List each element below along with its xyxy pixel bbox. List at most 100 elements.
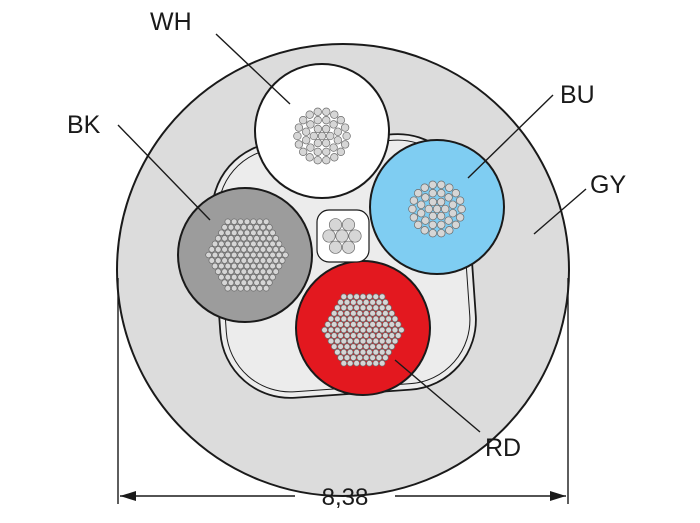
strand (366, 304, 373, 312)
strand (266, 235, 273, 242)
strand (262, 218, 270, 225)
strand (306, 143, 315, 152)
strand (305, 153, 314, 162)
strand (329, 120, 338, 129)
strand (362, 343, 370, 350)
strand (337, 354, 344, 361)
strand (385, 326, 392, 334)
dimension-label: 8,38 (322, 484, 369, 511)
strand (269, 251, 276, 259)
strand (350, 354, 357, 361)
strand (237, 240, 244, 248)
leader-rd (394, 359, 481, 433)
strand (346, 304, 354, 312)
strand (359, 293, 367, 300)
strand (362, 310, 370, 317)
strand (240, 268, 248, 275)
strand (230, 251, 238, 259)
strand (366, 360, 373, 367)
strand (428, 197, 438, 207)
strand (451, 189, 460, 198)
strand (234, 268, 241, 275)
strand (253, 224, 260, 231)
strand (382, 299, 389, 306)
strand (375, 343, 383, 350)
strand (221, 224, 228, 231)
strand (432, 204, 442, 214)
strand (250, 285, 257, 292)
strand (294, 140, 304, 149)
strand (340, 348, 348, 356)
strand (337, 310, 344, 317)
strand (409, 196, 419, 205)
strand (321, 138, 331, 148)
strand (457, 204, 466, 214)
strand (359, 326, 367, 334)
strand (428, 180, 437, 189)
strand (221, 279, 228, 286)
strand (330, 343, 338, 350)
strand (330, 310, 338, 317)
strand (378, 304, 386, 312)
strand (369, 321, 376, 328)
strand (321, 124, 331, 134)
strand (336, 147, 345, 156)
strand (250, 229, 257, 237)
strand (409, 213, 419, 222)
conductor-rd (295, 260, 431, 396)
strand (375, 310, 383, 317)
strand (240, 246, 248, 253)
label-rd: RD (485, 434, 521, 462)
strand (282, 251, 289, 259)
strand (328, 218, 343, 232)
strand (256, 273, 264, 281)
strand (382, 310, 389, 317)
strand (340, 140, 350, 149)
strand (230, 273, 238, 281)
strand (328, 240, 343, 254)
strand (243, 273, 251, 281)
strand (356, 321, 364, 328)
strand (275, 262, 283, 270)
strand (445, 183, 454, 192)
strand (334, 337, 341, 345)
strand (243, 218, 251, 225)
strand (313, 116, 322, 125)
strand (366, 326, 373, 334)
strand (343, 310, 351, 317)
strand (224, 262, 232, 270)
strand (278, 246, 286, 253)
strand (205, 251, 212, 259)
strand (385, 304, 392, 312)
strand (218, 251, 225, 259)
strand (234, 257, 241, 264)
strand (256, 240, 264, 248)
strand (246, 224, 254, 231)
strand (353, 304, 360, 312)
strand (224, 229, 232, 237)
strand (259, 268, 267, 275)
strand (346, 348, 354, 356)
strand (309, 131, 318, 141)
strand (243, 240, 251, 248)
strand (369, 299, 376, 306)
strand (240, 235, 248, 242)
strand (346, 360, 354, 367)
strand (269, 262, 276, 270)
strand (293, 131, 302, 141)
strand (302, 136, 311, 145)
strand (335, 229, 349, 243)
strand (437, 180, 446, 189)
strand (372, 315, 380, 323)
strand (305, 110, 314, 119)
strand (253, 246, 260, 253)
strand (269, 240, 276, 248)
strand (378, 348, 386, 356)
strand (322, 107, 331, 116)
strand (240, 279, 248, 286)
strand (211, 262, 219, 270)
strand (306, 120, 315, 129)
leader-bu (467, 94, 554, 179)
strand (375, 321, 383, 328)
